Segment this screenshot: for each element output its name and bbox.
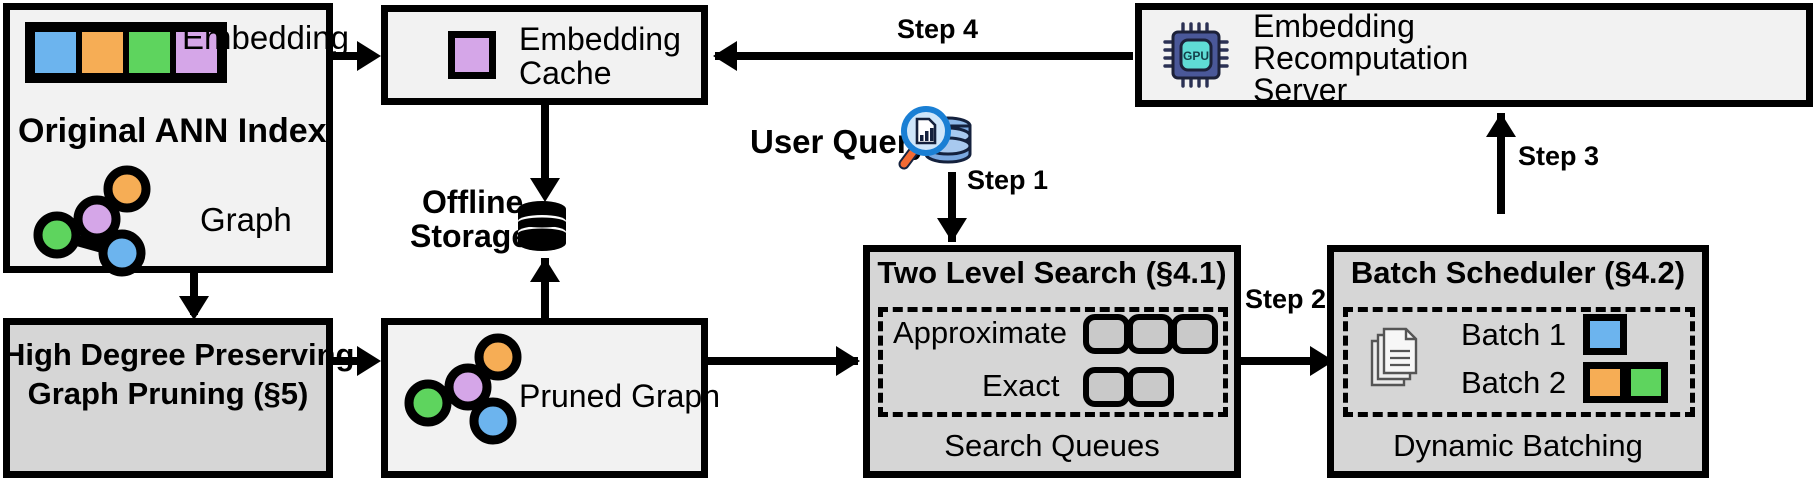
two-level-search-box	[863, 245, 1241, 478]
embedding-label: Embedding	[182, 19, 349, 56]
step3-label: Step 3	[1518, 141, 1600, 171]
high-degree-preserving-graph-pruning-box	[3, 318, 333, 478]
embedding-cell-orange	[79, 29, 126, 76]
embedding-cache-label-line1: Embedding	[519, 21, 681, 57]
recomputation-server-label-line1: Embedding	[1253, 8, 1415, 44]
arrow-cache-to-storage-line	[541, 105, 549, 195]
approximate-slot-3	[1171, 314, 1218, 354]
original-graph-illustration	[32, 165, 182, 277]
recomputation-server-label-line2: Recomputation	[1253, 40, 1469, 76]
arrow-prunedgraph-to-search-head	[836, 346, 860, 376]
two-level-search-title: Two Level Search (§4.1)	[877, 255, 1227, 290]
exact-slot-2	[1127, 367, 1174, 407]
offline-storage-label-line2: Storage	[410, 218, 530, 254]
arrow-cache-to-storage-head	[530, 178, 560, 202]
exact-row-label: Exact	[982, 368, 1060, 403]
arrow-prunedgraph-to-search-line	[708, 357, 858, 365]
recomputation-server-label-line3: Server	[1253, 72, 1348, 108]
embedding-cell-blue	[32, 29, 79, 76]
arrow-index-to-pruning-line	[190, 273, 198, 315]
pruned-graph-illustration	[403, 333, 553, 445]
arrow-index-to-cache-head	[357, 41, 381, 71]
gpu-chip-icon: GPU	[1163, 22, 1229, 88]
step2-label: Step 2	[1245, 284, 1327, 314]
embedding-cell-green	[126, 29, 173, 76]
embedding-cell-purple	[173, 29, 220, 76]
arrow-step3-line	[1497, 113, 1505, 214]
approximate-row-label: Approximate	[893, 315, 1068, 350]
search-document-database-icon	[898, 104, 978, 176]
embedding-recomputation-server-box	[1135, 3, 1813, 107]
embedding-cache-box	[381, 5, 708, 105]
arrow-step4-line	[715, 52, 1133, 60]
approximate-slot-2	[1127, 314, 1174, 354]
search-queues-group	[878, 307, 1228, 417]
batch-scheduler-title: Batch Scheduler (§4.2)	[1350, 255, 1686, 290]
pruned-graph-label: Pruned Graph	[519, 378, 721, 414]
arrow-step2-line	[1241, 357, 1321, 365]
arrow-step4-head	[713, 41, 737, 71]
batch-2-swatch-green	[1624, 362, 1668, 403]
pruning-label-line2: Graph Pruning (§5)	[27, 376, 309, 411]
offline-storage-label-line1: Offline	[422, 184, 524, 220]
arrow-pruning-to-prunedgraph-line	[333, 357, 373, 365]
arrow-step1-head	[937, 218, 967, 242]
embedding-cache-swatch	[448, 31, 496, 79]
arrow-prunedgraph-to-storage-head	[530, 258, 560, 282]
search-queues-footer: Search Queues	[944, 428, 1160, 463]
exact-slot-1	[1083, 367, 1130, 407]
arrow-step3-head	[1486, 113, 1516, 137]
pruning-label-line1: High Degree Preserving	[3, 337, 355, 372]
arrow-index-to-pruning-head	[179, 296, 209, 320]
arrow-pruning-to-prunedgraph-head	[357, 346, 381, 376]
arrow-step1-line	[948, 172, 956, 242]
embedding-swatch-strip	[25, 22, 227, 83]
batch-2-label: Batch 2	[1461, 365, 1567, 400]
graph-label: Graph	[200, 201, 292, 238]
svg-text:GPU: GPU	[1183, 49, 1209, 63]
batch-2-swatch-orange	[1583, 362, 1627, 403]
arrow-prunedgraph-to-storage-line	[541, 258, 549, 318]
batch-1-label: Batch 1	[1461, 317, 1567, 352]
dynamic-batching-footer: Dynamic Batching	[1393, 428, 1643, 463]
batch-1-swatch-blue	[1583, 314, 1627, 355]
documents-icon	[1368, 327, 1422, 391]
database-icon	[516, 200, 568, 252]
dynamic-batching-group	[1343, 307, 1695, 417]
original-ann-index-title: Original ANN Index	[18, 112, 327, 150]
arrow-index-to-cache-line	[333, 52, 369, 60]
embedding-cache-label-line2: Cache	[519, 55, 612, 91]
step4-label: Step 4	[897, 14, 979, 44]
approximate-slot-1	[1083, 314, 1130, 354]
step1-label: Step 1	[967, 165, 1049, 195]
